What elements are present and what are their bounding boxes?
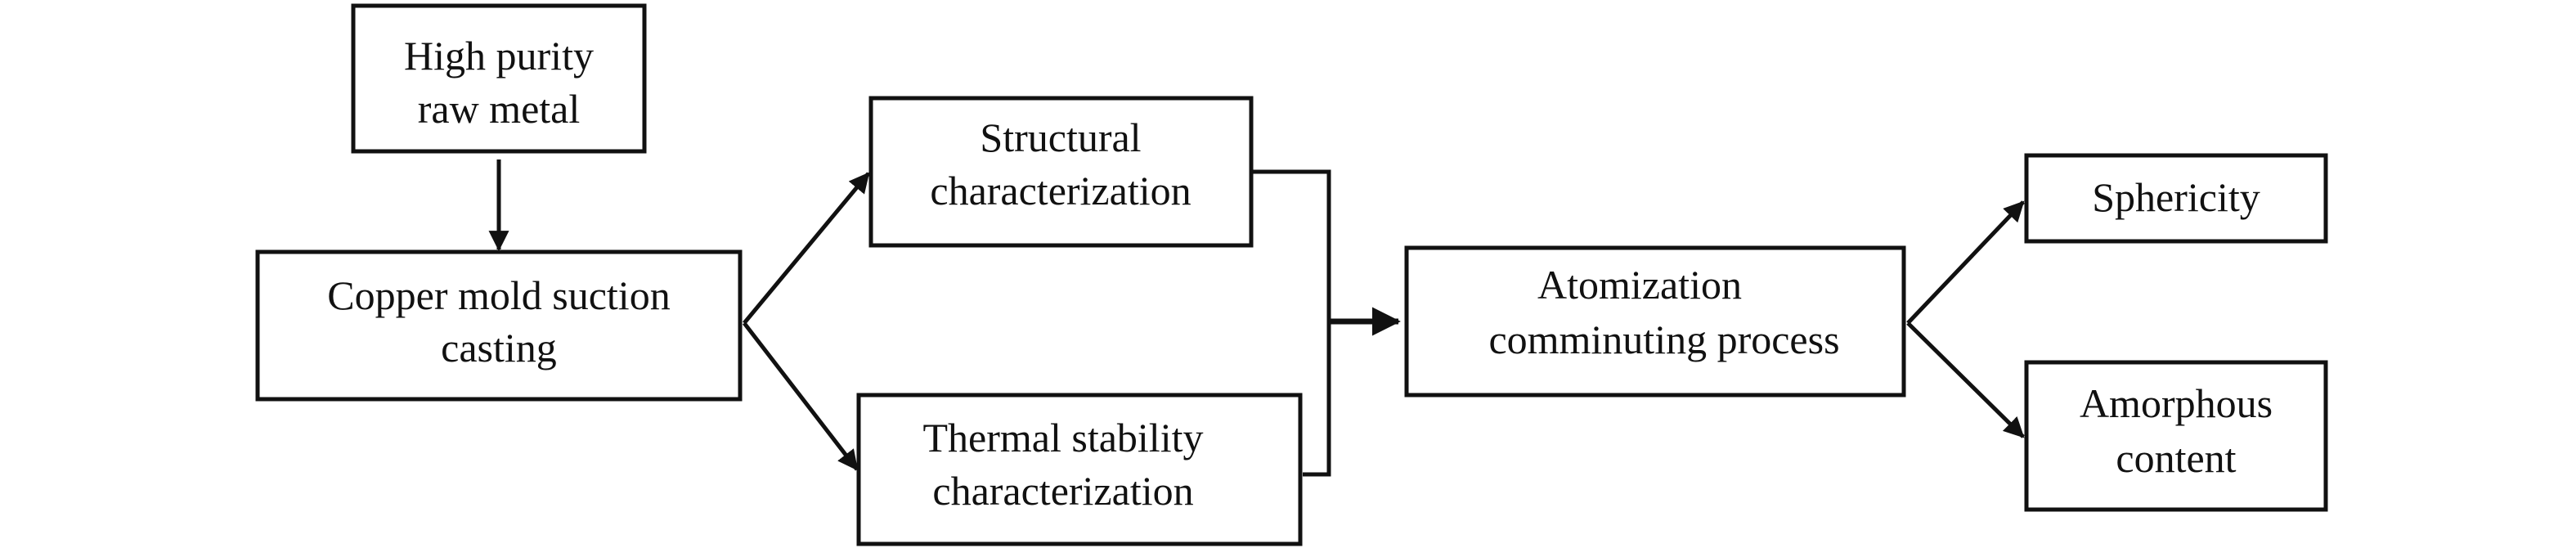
connector-structural-to-junction bbox=[1251, 169, 1331, 321]
node-sphericity: Sphericity bbox=[2024, 153, 2328, 244]
arrow-atomization-to-sphericity bbox=[1906, 200, 2025, 325]
node-suction-casting-box bbox=[255, 249, 743, 402]
node-thermal: Thermal stability characterization bbox=[856, 393, 1303, 546]
node-structural-line1: Structural bbox=[980, 115, 1141, 160]
node-amorphous-line2: content bbox=[2116, 435, 2236, 481]
node-atomization: Atomization comminuting process bbox=[1404, 245, 1906, 398]
node-atomization-box bbox=[1404, 245, 1906, 398]
node-raw-metal-line1: High purity bbox=[404, 33, 594, 79]
node-thermal-line2: characterization bbox=[932, 468, 1193, 514]
node-suction-casting-line1: Copper mold suction bbox=[327, 272, 670, 318]
edges bbox=[488, 159, 2025, 477]
node-structural-line2: characterization bbox=[930, 168, 1191, 213]
node-raw-metal-line2: raw metal bbox=[418, 86, 581, 132]
node-raw-metal-box bbox=[351, 3, 647, 154]
node-suction-casting-line2: casting bbox=[441, 325, 557, 371]
node-structural: Structural characterization bbox=[868, 96, 1254, 248]
node-thermal-line1: Thermal stability bbox=[923, 415, 1204, 460]
arrow-atomization-to-amorphous bbox=[1906, 321, 2025, 438]
connector-thermal-to-junction bbox=[1303, 321, 1331, 477]
node-atomization-line2: comminuting process bbox=[1488, 317, 1839, 362]
node-suction-casting: Copper mold suction casting bbox=[255, 249, 743, 402]
node-amorphous-box bbox=[2024, 360, 2328, 512]
node-structural-box bbox=[868, 96, 1254, 248]
node-amorphous: Amorphous content bbox=[2024, 360, 2328, 512]
node-raw-metal: High purity raw metal bbox=[351, 3, 647, 154]
node-atomization-line1: Atomization bbox=[1537, 262, 1742, 308]
node-sphericity-line1: Sphericity bbox=[2092, 174, 2260, 220]
node-thermal-box bbox=[856, 393, 1303, 546]
node-sphericity-box bbox=[2024, 153, 2328, 244]
arrow-casting-to-structural bbox=[743, 172, 870, 325]
node-amorphous-line1: Amorphous bbox=[2080, 380, 2273, 426]
arrow-casting-to-thermal bbox=[743, 321, 859, 471]
